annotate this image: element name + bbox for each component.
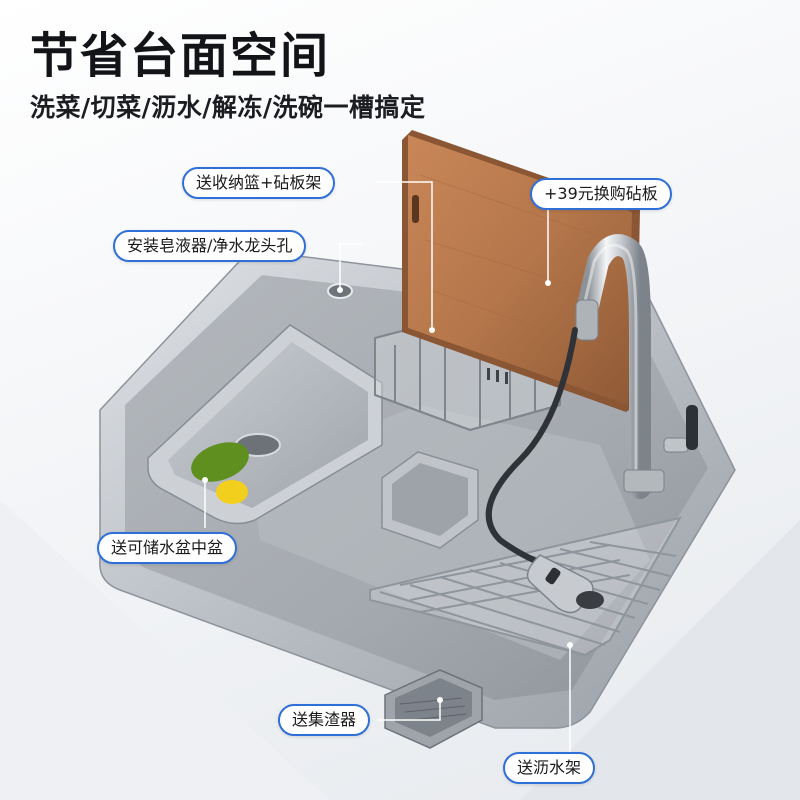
basket-slots (487, 368, 508, 384)
storage-basin (147, 324, 383, 525)
lemon (216, 480, 248, 504)
spray-head (526, 554, 604, 614)
subline: 洗菜/切菜/沥水/解冻/洗碗一槽搞定 (30, 93, 426, 122)
faucet-hose (485, 327, 578, 568)
callout-drying-rack: 送沥水架 (503, 752, 596, 784)
callout-cutting-board: +39元换购砧板 (530, 178, 672, 210)
faucet-handle (663, 437, 689, 453)
countertop-panel-left (0, 500, 330, 800)
lime (191, 442, 249, 482)
cutting-board-handle-slot (412, 195, 419, 223)
callout-storage-basin: 送可储水盆中盆 (97, 532, 238, 564)
callout-waste-collector: 送集渣器 (278, 704, 371, 736)
faucet (575, 234, 698, 499)
callout-soap-faucet-hole: 安装皂液器/净水龙头孔 (113, 230, 307, 262)
countertop-panel-right (520, 520, 800, 800)
headline: 节省台面空间 (30, 28, 331, 84)
callout-dots (202, 280, 573, 703)
faucet-lever (686, 405, 698, 450)
drying-rack (369, 516, 683, 657)
waste-collector (384, 669, 483, 749)
faucet-base (623, 469, 665, 493)
faucet-spout-head (575, 299, 599, 341)
callout-basket-rack: 送收纳篮+砧板架 (182, 167, 336, 199)
main-drain-strainer (381, 451, 479, 549)
